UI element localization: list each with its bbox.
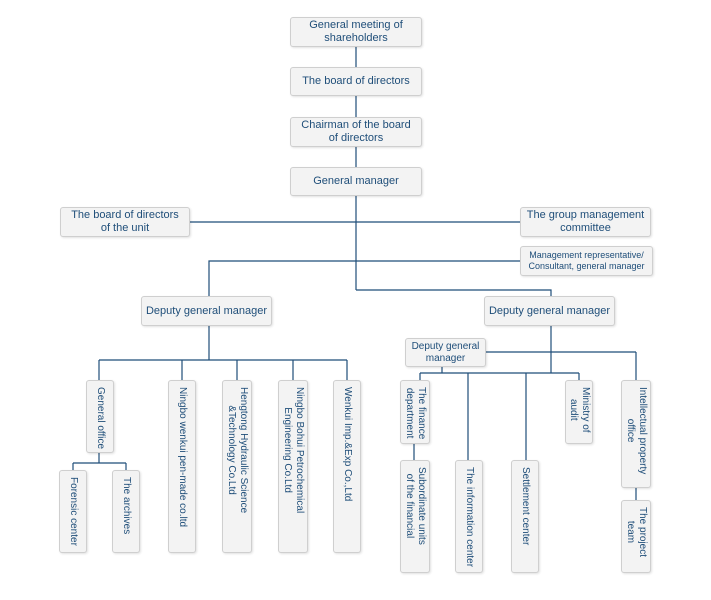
chairman-box: Chairman of the board of directors	[290, 117, 422, 147]
ip-office-box: Intellectual property office	[621, 380, 651, 488]
information-center-box: The information center	[455, 460, 483, 573]
archives-box: The archives	[112, 470, 140, 553]
general-meeting-box: General meeting of shareholders	[290, 17, 422, 47]
ministry-audit-box: Ministry of audit	[565, 380, 593, 444]
information-center-label: The information center	[464, 467, 475, 568]
board-of-unit-label: The board of directors of the unit	[71, 209, 179, 234]
hengtong-label: Hengtong Hydraulic Science &Technology C…	[226, 387, 249, 514]
deputy-manager-right-label: Deputy general manager	[488, 304, 611, 317]
finance-department-box: The finance department	[400, 380, 430, 444]
deputy-manager-right-box: Deputy general manager	[484, 296, 615, 326]
forensic-center-box: Forensic center	[59, 470, 87, 553]
settlement-center-box: Settlement center	[511, 460, 539, 573]
general-manager-box: General manager	[290, 167, 422, 196]
group-committee-box: The group management committee	[520, 207, 651, 237]
bohui-label: Ningbo Bohui Petrochemical Engineering C…	[282, 387, 305, 514]
management-representative-label: Management representative/ Consultant, g…	[528, 250, 645, 271]
management-representative-box: Management representative/ Consultant, g…	[520, 246, 653, 276]
general-manager-label: General manager	[313, 175, 399, 187]
finance-department-label: The finance department	[404, 387, 427, 440]
subordinate-units-box: Subordinate units of the financial	[400, 460, 430, 573]
hengtong-box: Hengtong Hydraulic Science &Technology C…	[222, 380, 252, 553]
bohui-box: Ningbo Bohui Petrochemical Engineering C…	[278, 380, 308, 553]
subordinate-units-label: Subordinate units of the financial	[404, 467, 427, 545]
board-of-unit-box: The board of directors of the unit	[60, 207, 190, 237]
forensic-center-label: Forensic center	[68, 477, 79, 546]
deputy-manager-sub-box: Deputy general manager	[405, 338, 486, 367]
general-meeting-label: General meeting of shareholders	[309, 19, 403, 44]
deputy-manager-left-label: Deputy general manager	[145, 304, 268, 317]
ningbo-wenkui-box: Ningbo wenkui pen-made co.ltd	[168, 380, 196, 553]
project-team-box: The project team	[621, 500, 651, 573]
archives-label: The archives	[121, 477, 132, 535]
ministry-audit-label: Ministry of audit	[568, 387, 591, 433]
ip-office-label: Intellectual property office	[625, 387, 648, 475]
project-team-label: The project team	[625, 507, 648, 558]
board-of-directors-box: The board of directors	[290, 67, 422, 96]
chairman-label: Chairman of the board of directors	[301, 119, 411, 144]
deputy-manager-left-box: Deputy general manager	[141, 296, 272, 326]
deputy-manager-sub-label: Deputy general manager	[411, 340, 480, 364]
wenkui-imp-box: Wenkui Imp.&Exp Co.,Ltd	[333, 380, 361, 553]
wenkui-imp-label: Wenkui Imp.&Exp Co.,Ltd	[342, 387, 353, 502]
general-office-box: General office	[86, 380, 114, 453]
settlement-center-label: Settlement center	[520, 467, 531, 546]
board-of-directors-label: The board of directors	[302, 75, 410, 87]
group-committee-label: The group management committee	[526, 209, 645, 234]
ningbo-wenkui-label: Ningbo wenkui pen-made co.ltd	[177, 387, 188, 528]
general-office-label: General office	[95, 387, 106, 450]
